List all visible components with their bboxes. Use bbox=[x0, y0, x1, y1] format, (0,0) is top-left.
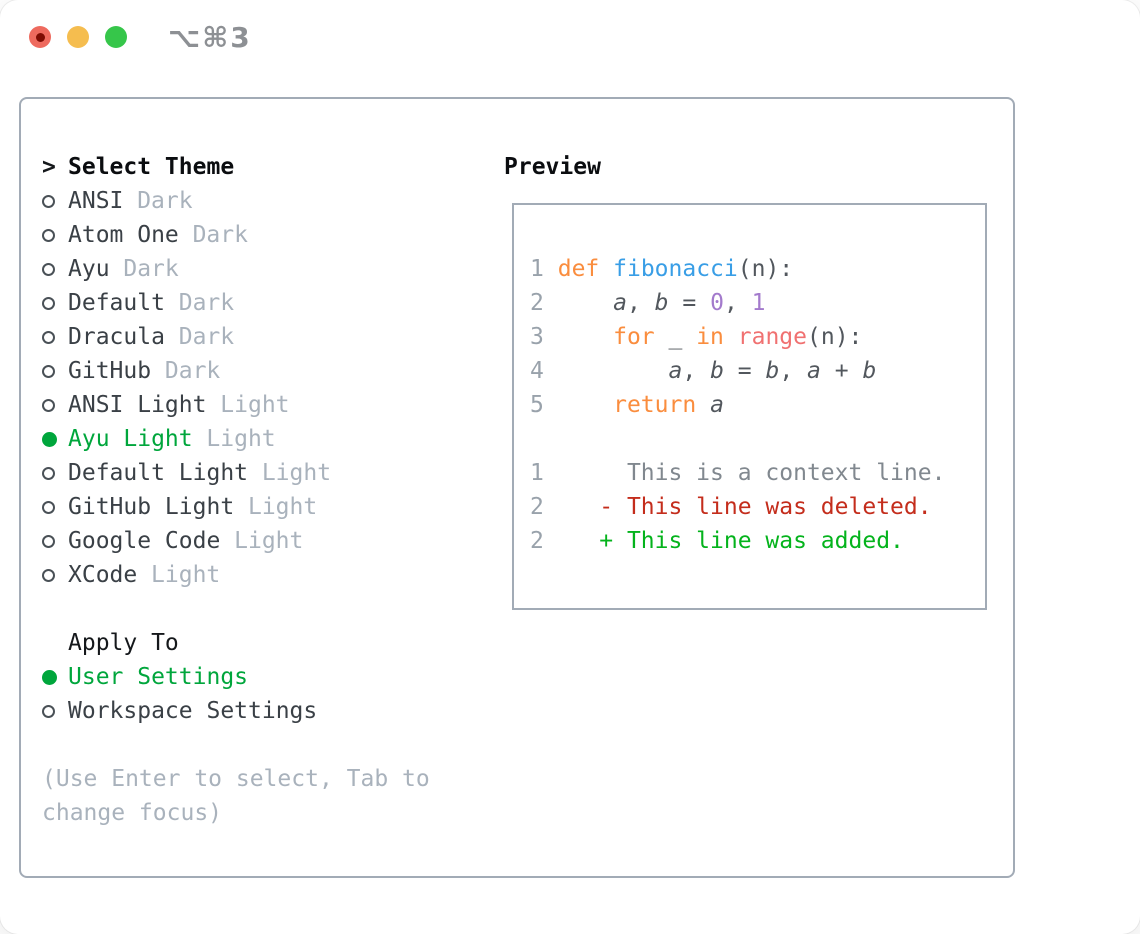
preview-diff-block: 1 This is a context line. 2 - This line w… bbox=[530, 456, 985, 558]
radio-selected-icon bbox=[42, 669, 57, 685]
option-variant-label: Light bbox=[151, 562, 221, 588]
close-button[interactable] bbox=[29, 26, 51, 48]
radio-icon bbox=[42, 364, 55, 378]
option-label: User Settings bbox=[68, 664, 249, 690]
option-variant-label: Dark bbox=[178, 290, 235, 316]
theme-option-ayu-dark[interactable]: Ayu Dark bbox=[42, 252, 331, 286]
radio-icon bbox=[42, 228, 55, 242]
option-label: XCode bbox=[68, 562, 138, 588]
radio-icon bbox=[42, 296, 55, 310]
radio-icon bbox=[42, 194, 55, 208]
option-label: Dracula bbox=[68, 324, 165, 350]
theme-option-ansi-light-light[interactable]: ANSI Light Light bbox=[42, 388, 331, 422]
theme-option-ansi-dark[interactable]: ANSI Dark bbox=[42, 184, 331, 218]
line-number: 3 bbox=[530, 324, 544, 350]
hint-text: (Use Enter to select, Tab to change focu… bbox=[42, 766, 430, 826]
preview-line: 1 def fibonacci(n): bbox=[530, 256, 794, 282]
select-theme-header: > Select Theme bbox=[42, 150, 234, 184]
option-variant-label: Light bbox=[220, 392, 290, 418]
line-number: 5 bbox=[530, 392, 544, 418]
zoom-button[interactable] bbox=[105, 26, 127, 48]
preview-line: 2 a, b = 0, 1 bbox=[530, 290, 766, 316]
line-number: 2 bbox=[530, 290, 544, 316]
prompt-caret-icon: > bbox=[42, 154, 56, 180]
line-number: 2 bbox=[530, 494, 544, 520]
radio-selected-icon bbox=[42, 431, 57, 447]
theme-option-default-dark[interactable]: Default Dark bbox=[42, 286, 331, 320]
option-label: ANSI bbox=[68, 188, 124, 214]
traffic-lights bbox=[29, 26, 127, 48]
option-variant-label: Light bbox=[206, 426, 276, 452]
theme-option-github-dark[interactable]: GitHub Dark bbox=[42, 354, 331, 388]
option-variant-label: Light bbox=[261, 460, 332, 486]
option-variant-label: Dark bbox=[178, 324, 235, 350]
apply-option-workspace-settings[interactable]: Workspace Settings bbox=[42, 694, 317, 728]
window-title: ⌥⌘3 bbox=[168, 21, 252, 54]
option-variant-label: Dark bbox=[123, 256, 179, 282]
radio-icon bbox=[42, 398, 55, 412]
apply-option-user-settings[interactable]: User Settings bbox=[42, 660, 317, 694]
preview-line: 4 a, b = b, a + b bbox=[530, 358, 877, 384]
option-label: Ayu bbox=[68, 256, 110, 282]
radio-icon bbox=[42, 466, 55, 480]
line-number: 1 bbox=[530, 460, 544, 486]
preview-code-block: 1 def fibonacci(n): 2 a, b = 0, 1 3 for _ … bbox=[530, 252, 985, 422]
theme-option-atom-one-dark[interactable]: Atom One Dark bbox=[42, 218, 331, 252]
preview-line: 5 return a bbox=[530, 392, 724, 418]
option-label: GitHub bbox=[68, 358, 152, 384]
apply-to-title: Apply To bbox=[68, 630, 179, 656]
theme-option-default-light-light[interactable]: Default Light Light bbox=[42, 456, 331, 490]
option-variant-label: Light bbox=[247, 494, 318, 520]
line-number: 4 bbox=[530, 358, 544, 384]
radio-icon bbox=[42, 330, 55, 344]
preview-line: 2 + This line was added. bbox=[530, 528, 904, 554]
option-label: ANSI Light bbox=[68, 392, 207, 418]
option-label: Default bbox=[68, 290, 165, 316]
option-label: Google Code bbox=[68, 528, 221, 554]
preview-line: 3 for _ in range(n): bbox=[530, 324, 863, 350]
radio-icon bbox=[42, 704, 55, 718]
select-theme-title: Select Theme bbox=[68, 154, 235, 180]
radio-icon bbox=[42, 262, 55, 276]
close-dot-icon bbox=[35, 32, 45, 42]
theme-option-google-code-light[interactable]: Google Code Light bbox=[42, 524, 331, 558]
line-number: 1 bbox=[530, 256, 544, 282]
option-variant-label: Dark bbox=[137, 188, 193, 214]
theme-option-github-light-light[interactable]: GitHub Light Light bbox=[42, 490, 331, 524]
option-label: Atom One bbox=[68, 222, 179, 248]
radio-icon bbox=[42, 534, 55, 548]
titlebar: ⌥⌘3 bbox=[0, 0, 1140, 97]
option-variant-label: Dark bbox=[164, 358, 221, 384]
minimize-button[interactable] bbox=[67, 26, 89, 48]
theme-option-xcode-light[interactable]: XCode Light bbox=[42, 558, 331, 592]
radio-icon bbox=[42, 568, 55, 582]
option-label: Ayu Light bbox=[68, 426, 193, 452]
preview-line: 2 - This line was deleted. bbox=[530, 494, 932, 520]
preview-box: 1 def fibonacci(n): 2 a, b = 0, 1 3 for _ … bbox=[512, 203, 987, 610]
theme-option-ayu-light-light[interactable]: Ayu Light Light bbox=[42, 422, 331, 456]
preview-blank-line bbox=[530, 422, 985, 456]
option-label: Workspace Settings bbox=[68, 698, 318, 724]
option-label: Default Light bbox=[68, 460, 249, 486]
preview-line: 1 This is a context line. bbox=[530, 460, 946, 486]
option-variant-label: Dark bbox=[192, 222, 248, 248]
preview-title: Preview bbox=[504, 154, 601, 180]
option-variant-label: Light bbox=[234, 528, 304, 554]
radio-icon bbox=[42, 500, 55, 514]
theme-option-dracula-dark[interactable]: Dracula Dark bbox=[42, 320, 331, 354]
option-label: GitHub Light bbox=[68, 494, 235, 520]
line-number: 2 bbox=[530, 528, 544, 554]
apply-to-header: Apply To bbox=[42, 626, 317, 660]
